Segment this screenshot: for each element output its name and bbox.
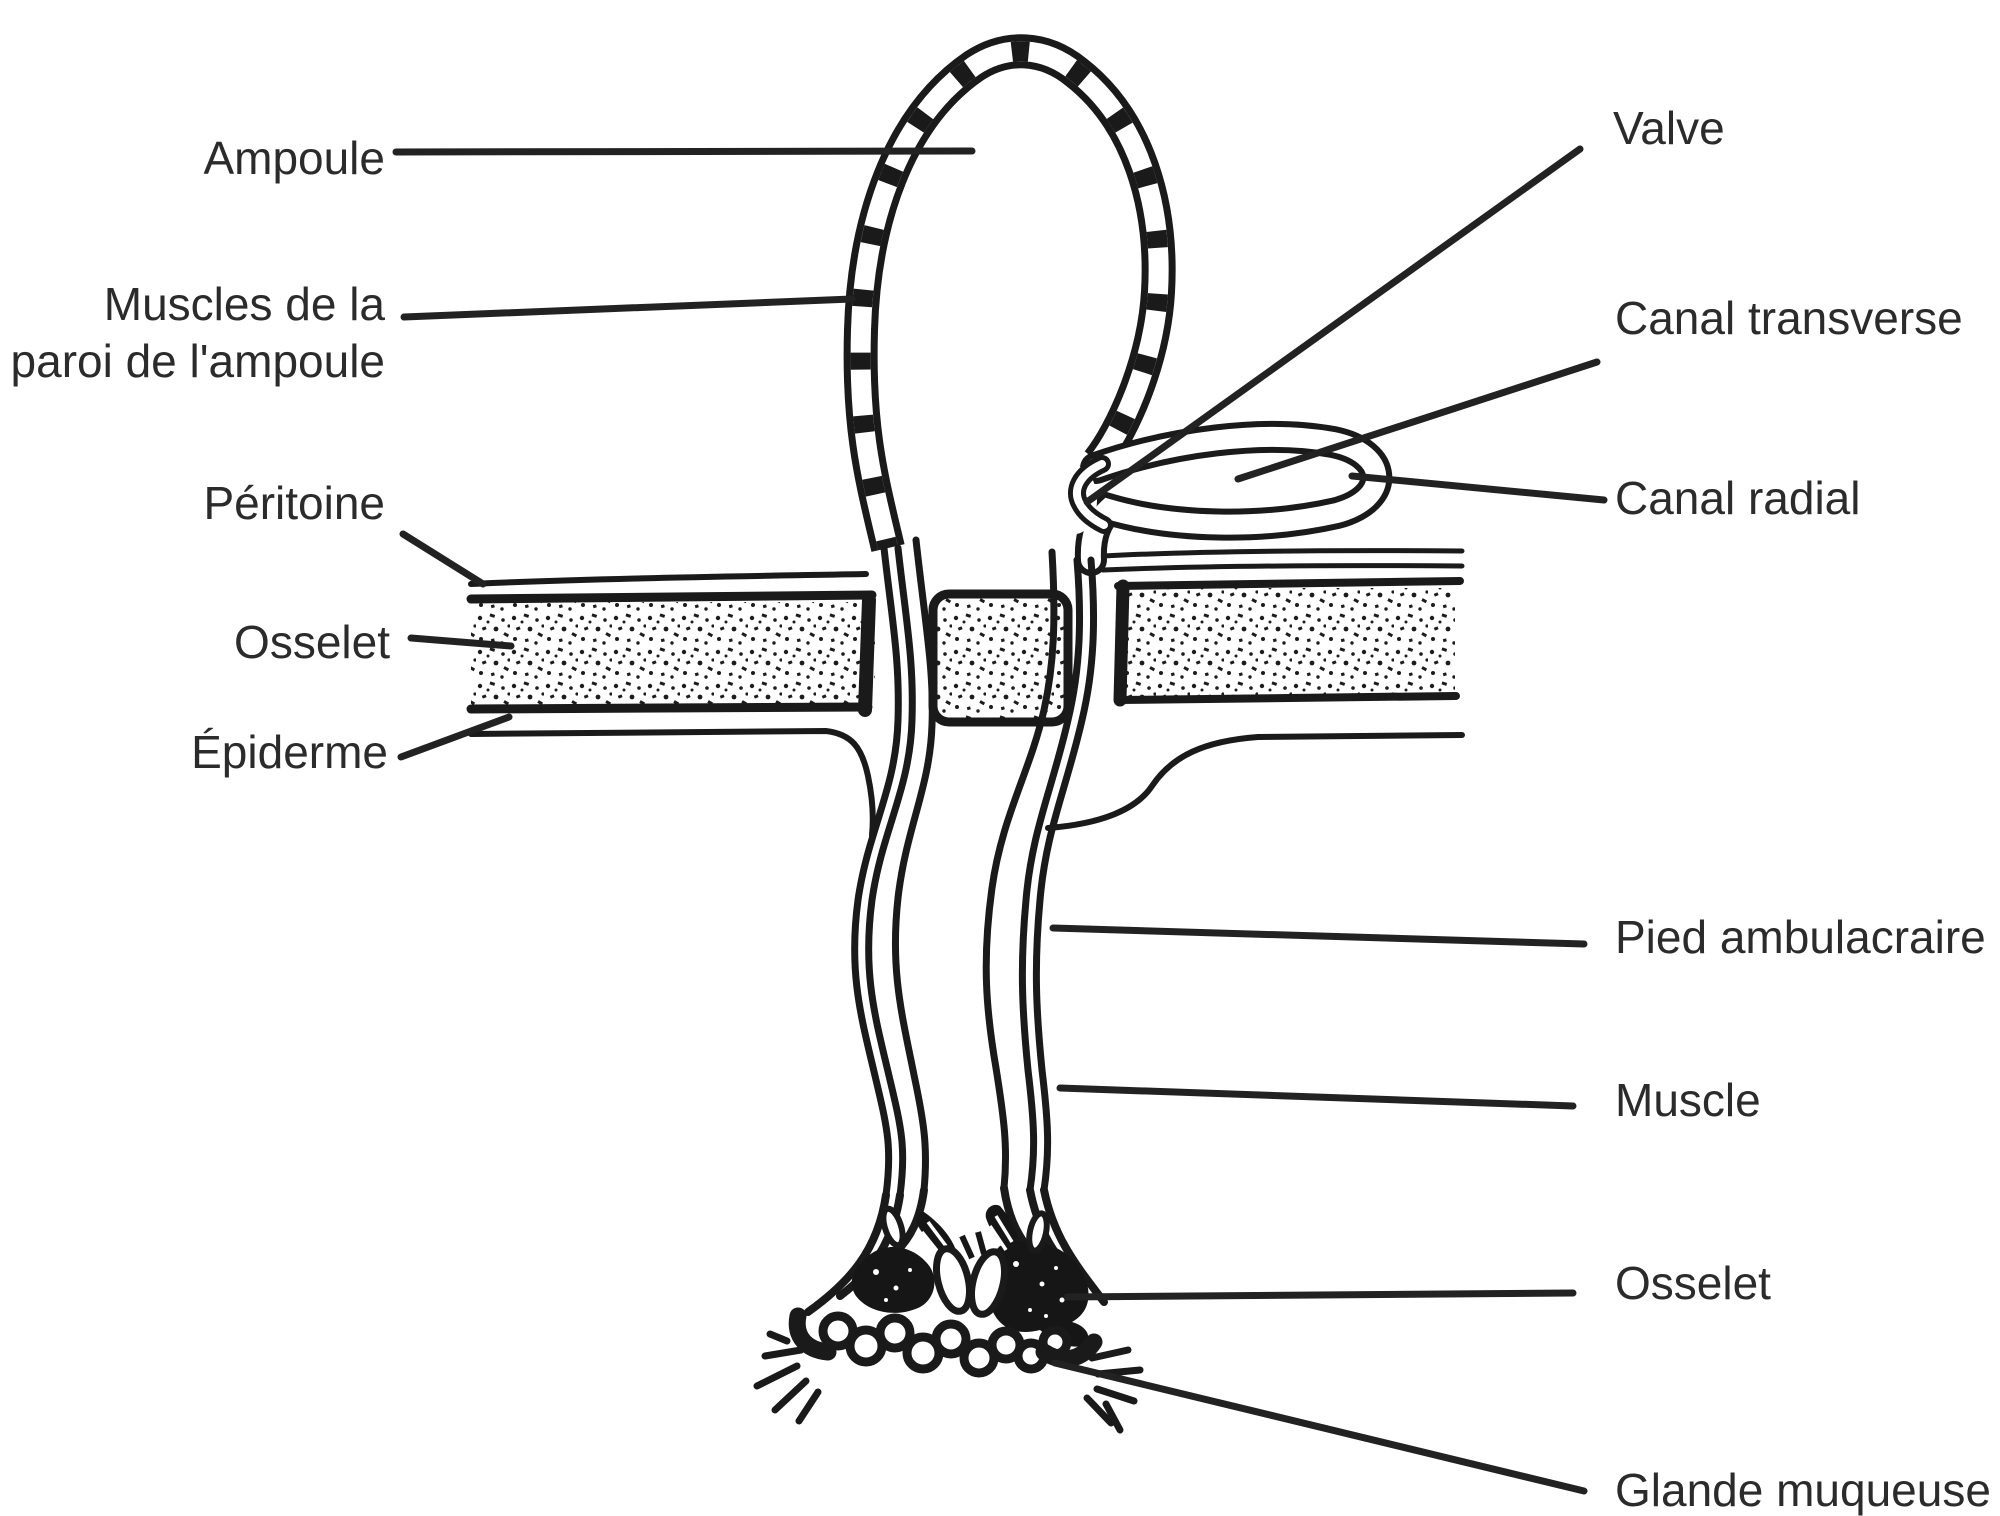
label-osselet-bas: Osselet [1615,1257,1771,1309]
leader-glande-muqueuse [1051,1359,1588,1495]
foot-ossicles [851,1240,1089,1347]
label-muscle: Muscle [1615,1074,1761,1126]
tube-foot-stalk [851,536,1098,1199]
leader-osselet-haut [407,634,515,650]
leader-canal-radial [1348,472,1608,504]
label-glande-muqueuse: Glande muqueuse [1615,1464,1991,1516]
leader-osselet-bas [1063,1289,1577,1301]
leader-valve [1083,145,1584,506]
leader-lines [392,145,1608,1495]
foot-connective-wings [916,1204,1021,1260]
leader-peritoine [399,530,487,588]
label-valve: Valve [1613,102,1725,154]
label-muscles-paroi: Muscles de la paroi de l'ampoule [10,278,385,387]
label-pied-ambulacraire: Pied ambulacraire [1615,911,1986,963]
canal-radial-loop [1074,420,1393,576]
body-wall-right [1045,548,1465,831]
foot-ossicle-ovals [880,1205,1050,1318]
label-peritoine: Péritoine [203,477,385,529]
leader-muscles-paroi [400,295,856,321]
label-epiderme: Épiderme [191,726,388,778]
cilia-tufts [753,1330,1144,1434]
leader-epiderme [397,713,513,761]
label-canal-radial: Canal radial [1615,472,1861,524]
leader-pied-ambulacraire [1049,924,1588,948]
label-canal-transverse: Canal transverse [1615,292,1963,344]
mucous-gland-row [818,1311,1072,1378]
leader-ampoule [392,147,976,156]
leader-canal-transverse [1234,358,1601,483]
valve-flap [1068,455,1113,534]
body-wall-left [466,571,877,838]
gland-end-caps [788,1307,1103,1368]
leader-muscle [1056,1084,1577,1110]
ampoule-wall [843,34,1176,552]
label-ampoule: Ampoule [203,132,385,184]
label-osselet-haut: Osselet [234,616,390,668]
